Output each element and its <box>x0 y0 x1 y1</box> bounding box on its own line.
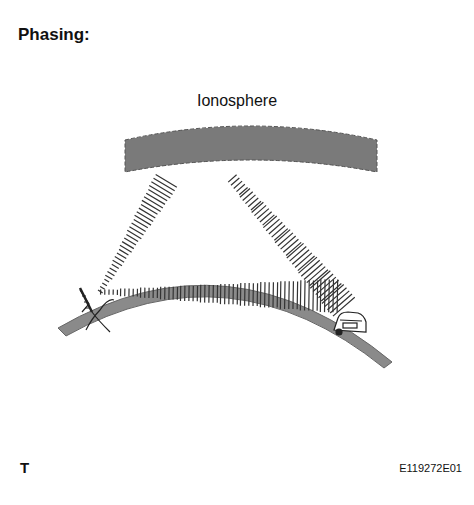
wave-front <box>282 236 295 250</box>
wave-front <box>240 283 260 306</box>
wave-front <box>307 265 320 279</box>
wave-front <box>126 235 135 249</box>
wave-front <box>100 289 120 295</box>
wave-front <box>200 285 220 303</box>
wave-front <box>143 207 152 221</box>
wave-front <box>151 192 160 206</box>
wave-front <box>320 279 333 293</box>
wave-front <box>160 178 169 192</box>
figure-code: E119272E01 <box>399 462 462 474</box>
radio-waves <box>100 178 345 308</box>
wave-front <box>332 294 345 308</box>
wave-front <box>140 288 160 299</box>
wave-front <box>134 221 143 235</box>
wave-front <box>257 207 270 221</box>
earth-surface <box>58 285 392 368</box>
wave-front <box>160 287 180 300</box>
wave-front <box>245 192 258 206</box>
wave-front <box>295 250 308 264</box>
wave-front <box>180 286 200 302</box>
wave-front <box>120 288 140 296</box>
wave-front <box>320 279 340 312</box>
wave-front <box>117 249 126 263</box>
wave-front <box>232 178 245 192</box>
vehicle <box>334 312 366 335</box>
wave-front <box>109 264 118 278</box>
wave-front <box>220 284 240 305</box>
ionosphere-band <box>125 126 377 172</box>
wave-front <box>270 221 283 235</box>
wave-front <box>260 282 280 308</box>
region-label: Ionosphere <box>197 92 277 110</box>
page-mark: T <box>20 460 29 477</box>
wave-front <box>300 280 320 311</box>
diagram-title: Phasing: <box>18 26 90 45</box>
wave-front <box>280 281 300 309</box>
